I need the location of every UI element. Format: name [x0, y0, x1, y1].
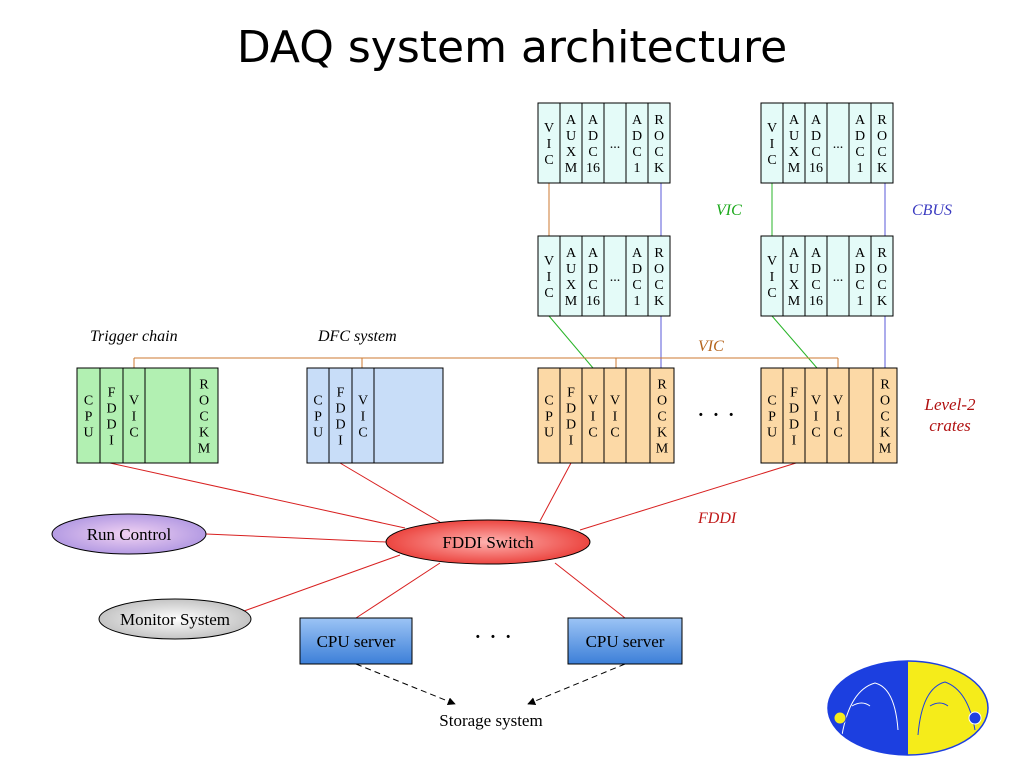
slot-dots-label: ... — [833, 270, 844, 285]
slot-dots-label: ... — [610, 137, 621, 152]
fddi-line — [539, 462, 572, 522]
slot-dots-label: ... — [610, 270, 621, 285]
cpu-server-1: CPU server — [299, 617, 413, 665]
ellipsis-crates: · · · — [697, 400, 736, 429]
page-title: DAQ system architecture — [236, 22, 788, 73]
level2-crate-1-frame — [537, 367, 675, 464]
fddi-line — [579, 462, 797, 531]
label-fddi: FDDI — [697, 510, 737, 527]
run-control-label: Run Control — [87, 525, 172, 544]
monitor-system-node: Monitor System — [98, 598, 252, 640]
storage-arrow — [355, 663, 456, 706]
fddi-line — [554, 562, 626, 619]
fddi-line — [339, 462, 441, 523]
fddi-switch-label: FDDI Switch — [442, 533, 534, 552]
label-vic-mid: VIC — [698, 338, 724, 355]
vic-link-line — [548, 315, 594, 369]
label-cbus: CBUS — [912, 202, 952, 219]
run-control-node: Run Control — [51, 513, 207, 555]
vic-link-line — [771, 315, 818, 369]
cpu-server-1-label: CPU server — [317, 632, 396, 651]
dfc-system-crate-frame — [306, 367, 444, 464]
slot-dots-label: ... — [833, 137, 844, 152]
cpu-server-2-label: CPU server — [586, 632, 665, 651]
fddi-line — [109, 462, 406, 529]
ellipsis-servers: · · · — [474, 622, 513, 651]
cpu-server-2: CPU server — [567, 617, 683, 665]
label-level2-line2: crates — [929, 416, 971, 435]
label-level2-line1: Level-2 — [924, 395, 976, 414]
fddi-line — [205, 533, 387, 543]
fddi-switch-node: FDDI Switch — [385, 519, 591, 565]
storage-arrow — [527, 663, 626, 705]
label-vic-top: VIC — [716, 202, 742, 219]
label-trigger-chain: Trigger chain — [90, 328, 178, 345]
monitor-system-label: Monitor System — [120, 610, 230, 629]
storage-system-label: Storage system — [439, 711, 542, 730]
label-dfc-system: DFC system — [317, 328, 397, 345]
level2-crate-2-frame — [760, 367, 898, 464]
fddi-line — [243, 554, 401, 612]
fddi-line — [355, 562, 441, 619]
connection-lines — [109, 183, 886, 706]
kloe-logo — [827, 660, 989, 756]
